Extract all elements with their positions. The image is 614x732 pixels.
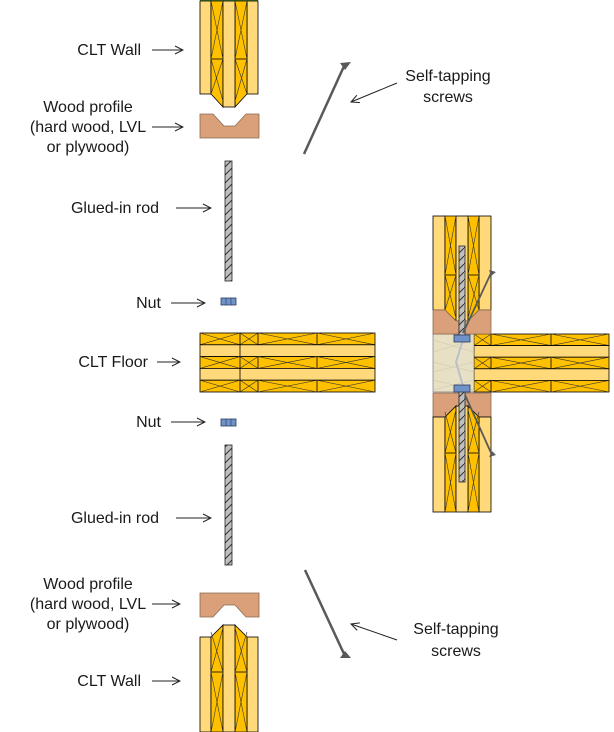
floor-cross-hatch — [550, 356, 610, 370]
svg-text:screws: screws — [431, 643, 481, 660]
floor-cross-hatch — [473, 333, 492, 346]
floor-layer — [473, 345, 610, 358]
label-glued-rod-bottom: Glued-in rod — [71, 510, 159, 527]
assembled-connection — [432, 215, 610, 513]
assembled-floor-core — [432, 333, 475, 393]
label-screws-top: Self-tapping screws — [405, 68, 490, 106]
assembled-rod-top — [458, 245, 466, 339]
label-nut-bottom: Nut — [136, 414, 161, 431]
clt-wall-top — [199, 0, 259, 109]
floor-cross-hatch — [239, 379, 259, 393]
arrow-screws-bottom — [351, 624, 398, 641]
svg-text:or plywood): or plywood) — [47, 616, 130, 633]
floor-cross-hatch — [473, 356, 492, 370]
wood-profile-bottom — [199, 592, 260, 618]
svg-text:Self-tapping: Self-tapping — [413, 621, 498, 638]
label-nut-top: Nut — [136, 295, 161, 312]
floor-cross-hatch — [550, 380, 610, 393]
assembled-nut-top — [453, 334, 471, 343]
self-tapping-screw-bottom — [303, 569, 351, 658]
svg-text:Wood profile: Wood profile — [43, 99, 133, 116]
assembled-screw-bottom — [464, 394, 493, 456]
floor-layer — [473, 368, 610, 381]
nut-top — [220, 297, 237, 306]
assembled-nut-bottom — [453, 384, 471, 393]
floor-cross-hatch — [257, 356, 318, 369]
arrow-screws-top — [351, 82, 398, 102]
floor-cross-hatch — [316, 356, 376, 369]
svg-text:(hard wood, LVL: (hard wood, LVL — [30, 596, 146, 613]
floor-cross-hatch — [316, 332, 376, 346]
glued-in-rod-top — [224, 160, 233, 282]
floor-cross-hatch — [199, 332, 241, 346]
floor-layer — [199, 367, 376, 381]
svg-text:(hard wood, LVL: (hard wood, LVL — [30, 119, 146, 136]
assembled-screw-top — [462, 270, 493, 334]
floor-cross-hatch — [490, 333, 552, 346]
assembled-clt-floor — [473, 333, 610, 393]
floor-cross-hatch — [199, 356, 241, 369]
floor-cross-hatch — [490, 380, 552, 393]
assembled-rod-bottom — [458, 386, 466, 483]
clt-wall-bottom — [199, 624, 259, 732]
floor-cross-hatch — [239, 332, 259, 346]
label-clt-floor: CLT Floor — [78, 354, 148, 371]
assembled-wall-bottom — [432, 392, 492, 513]
floor-cross-hatch — [239, 356, 259, 369]
floor-cross-hatch — [257, 379, 318, 393]
label-wood-profile-bottom: Wood profile (hard wood, LVL or plywood) — [30, 576, 146, 633]
wood-profile-top — [199, 113, 260, 139]
floor-cross-hatch — [473, 380, 492, 393]
floor-cross-hatch — [550, 333, 610, 346]
floor-layer — [199, 344, 376, 357]
floor-cross-hatch — [490, 356, 552, 370]
glued-in-rod-bottom — [224, 444, 233, 566]
label-clt-wall-top: CLT Wall — [77, 42, 141, 59]
nut-bottom — [220, 418, 237, 427]
svg-text:Self-tapping: Self-tapping — [405, 68, 490, 85]
floor-cross-hatch — [316, 379, 376, 393]
label-clt-wall-bottom: CLT Wall — [77, 673, 141, 690]
label-wood-profile-top: Wood profile (hard wood, LVL or plywood) — [30, 99, 146, 156]
svg-text:or plywood): or plywood) — [47, 139, 130, 156]
floor-cross-hatch — [199, 379, 241, 393]
svg-text:Wood profile: Wood profile — [43, 576, 133, 593]
self-tapping-screw-top — [302, 62, 351, 155]
clt-floor — [199, 332, 376, 393]
floor-cross-hatch — [257, 332, 318, 346]
label-glued-rod-top: Glued-in rod — [71, 200, 159, 217]
svg-text:screws: screws — [423, 89, 473, 106]
label-screws-bottom: Self-tapping screws — [413, 621, 498, 660]
